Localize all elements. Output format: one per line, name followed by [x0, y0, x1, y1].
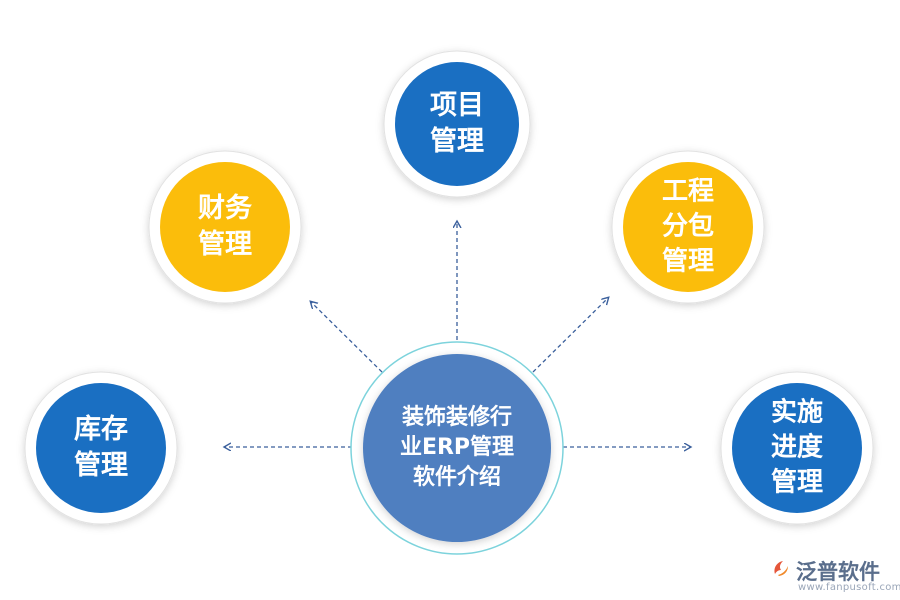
node-finance — [148, 150, 302, 304]
node-subcontract — [611, 150, 765, 304]
node-progress-fill — [732, 383, 862, 513]
watermark: 泛普软件 www.fanpusoft.com — [770, 556, 900, 598]
fanpu-logo-icon — [774, 561, 788, 576]
arrow-to-finance — [311, 302, 383, 373]
node-finance-fill — [160, 162, 290, 292]
arrow-to-subcontract — [532, 298, 608, 373]
node-center-fill — [363, 354, 551, 542]
node-project-fill — [395, 62, 519, 186]
node-subcontract-fill — [623, 162, 753, 292]
node-inventory-fill — [36, 383, 166, 513]
node-center — [350, 341, 564, 555]
node-progress — [720, 371, 874, 525]
node-inventory — [24, 371, 178, 525]
watermark-name: 泛普软件 — [796, 560, 880, 584]
node-project — [383, 50, 531, 198]
watermark-url: www.fanpusoft.com — [798, 582, 900, 593]
